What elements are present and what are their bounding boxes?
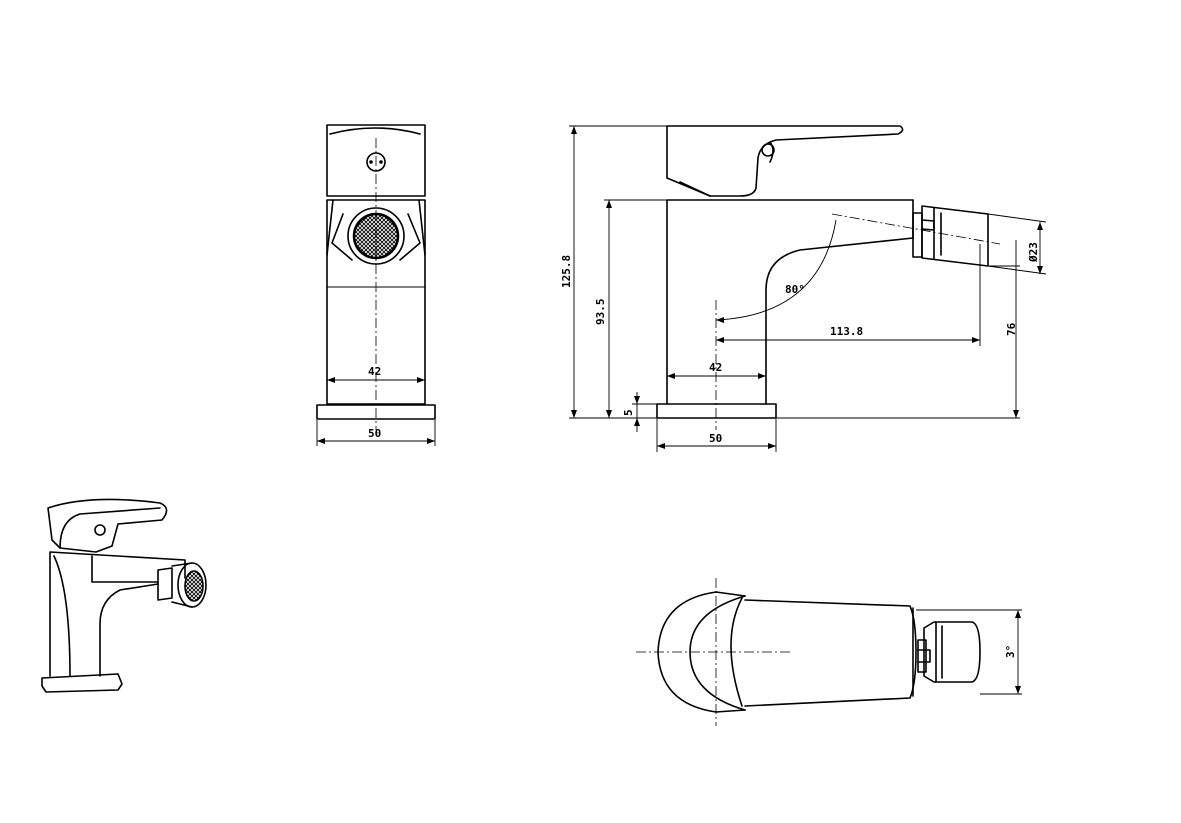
iso-lever-handle (47, 498, 168, 553)
top-nozzle (923, 621, 981, 683)
top-body (744, 599, 917, 707)
side-dim-overall-height: 125.8 (560, 255, 573, 288)
isometric-view (41, 498, 207, 693)
side-dim-angle-arc (715, 219, 837, 321)
side-nozzle-ring (912, 212, 923, 258)
side-dim-base-thickness: 5 (622, 409, 635, 416)
front-body (326, 199, 426, 405)
iso-aerator-mesh (184, 570, 204, 602)
front-base (316, 404, 436, 420)
iso-nozzle-ring (157, 567, 173, 601)
side-dim-body-width: 42 (709, 361, 722, 374)
iso-body (49, 551, 186, 677)
side-view: 125.8 93.5 5 76 Ø23 113.8 80° 42 (560, 125, 1047, 452)
top-base-inner (689, 595, 746, 711)
side-dim-spout-angle: 80° (785, 283, 805, 296)
top-dim-swivel-angle: 3° (1004, 645, 1017, 658)
front-view: 42 50 (316, 124, 436, 446)
side-nozzle (921, 205, 989, 267)
side-body (666, 199, 914, 405)
side-dim-outlet-diameter: Ø23 (1027, 242, 1040, 263)
iso-base (41, 673, 123, 693)
front-handle (326, 124, 426, 197)
top-view: 3° (636, 578, 1022, 726)
side-lever-handle (666, 125, 904, 197)
front-dim-body-width: 42 (368, 365, 381, 378)
side-dim-outlet-height: 76 (1005, 322, 1018, 336)
side-dim-base-width: 50 (709, 432, 722, 445)
side-base (656, 403, 777, 419)
front-handle-top-curve (329, 127, 421, 135)
front-dim-base-width: 50 (368, 427, 381, 440)
side-dim-spout-height: 93.5 (594, 299, 607, 326)
side-body-curve (765, 237, 914, 405)
side-dim-spout-reach: 113.8 (830, 325, 863, 338)
